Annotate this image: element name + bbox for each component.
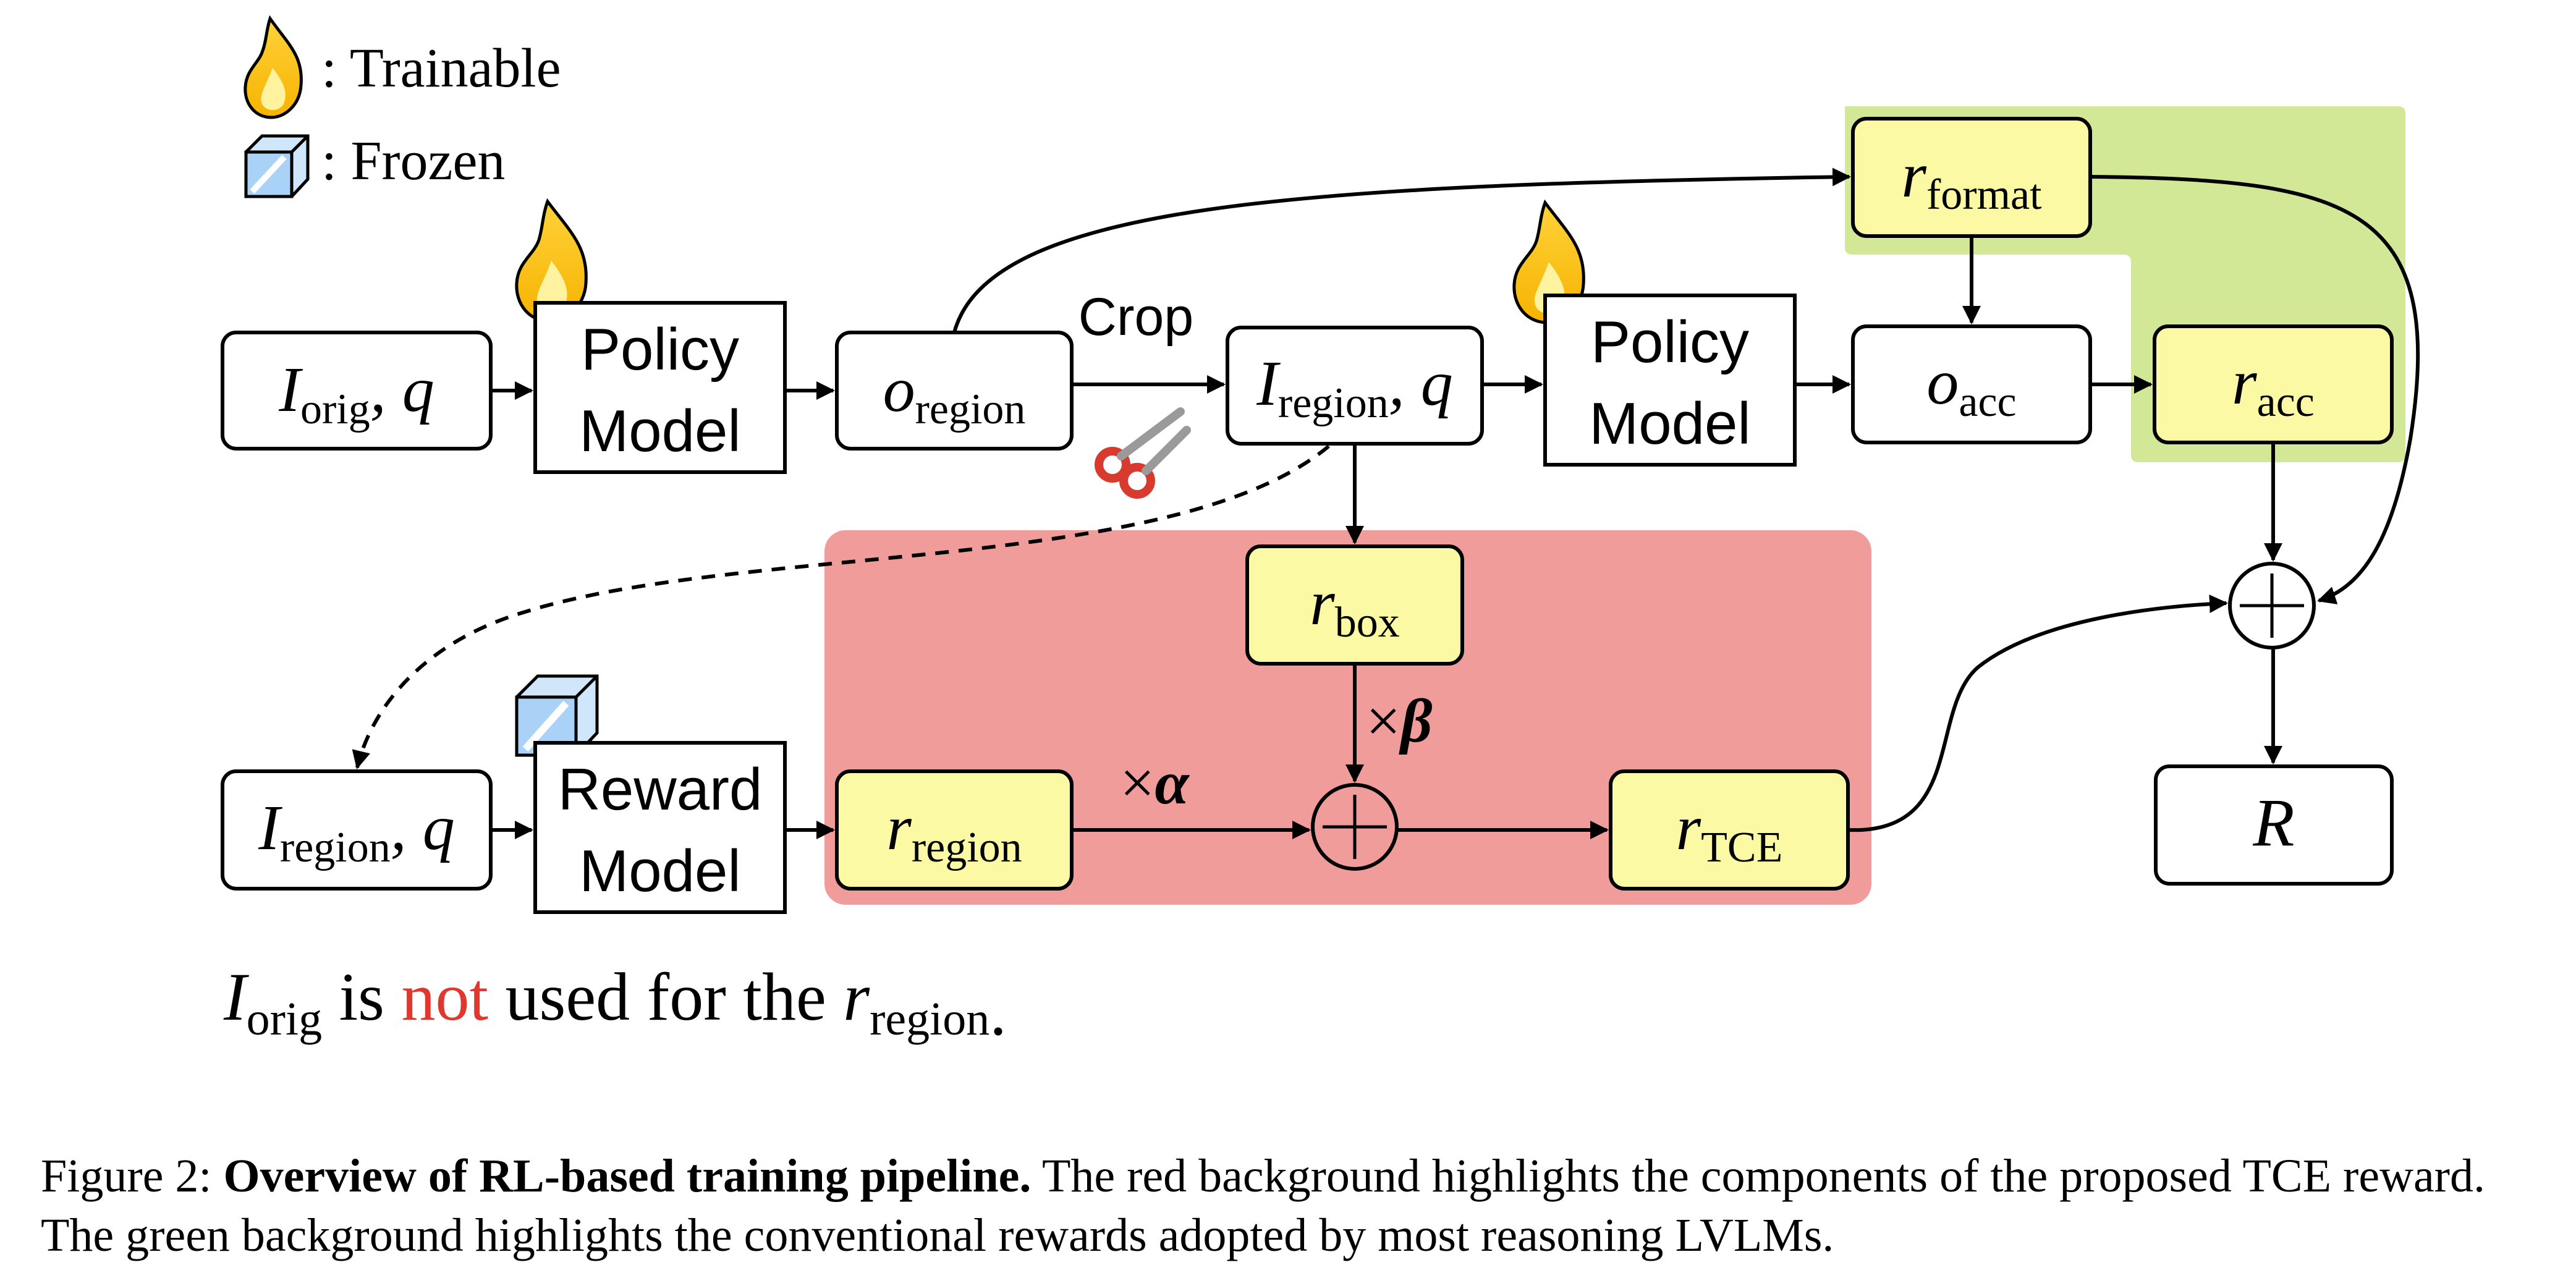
r-tce-sub: TCE [1701,824,1782,871]
caption-figure-label: Figure 2: [41,1150,224,1202]
i-region-node: Iregion, q [1226,326,1484,446]
policy-model-1-line1: Policy [581,316,739,383]
trainable-label: : Trainable [321,38,561,99]
i-region-sub: region [1278,379,1389,427]
reward-model-line2: Model [579,838,740,904]
policy-model-2-line2: Model [1589,391,1750,457]
policy-model-1-line2: Model [579,398,740,464]
i-region-2-sub: region [280,824,391,871]
pipeline-diagram: : Trainable : Frozen Iorig, q Policy Mod… [221,15,2420,1049]
note-not-word: not [401,959,488,1035]
svg-text:oregion: oregion [883,354,1026,433]
input-orig-node: Iorig, q [221,331,493,451]
scissors-icon [1095,407,1191,499]
figure-caption: Figure 2: Overview of RL-based training … [41,1146,2550,1265]
r-format-sub: format [1926,171,2042,219]
edges [352,167,2420,839]
svg-text:rregion: rregion [886,792,1022,871]
i-region-2-main: I [258,792,282,863]
input-orig-tail: , q [370,354,434,425]
r-box-main: r [1310,567,1335,638]
input-orig-sub: orig [300,386,370,433]
r-region-main: r [886,792,912,863]
policy-model-2: Policy Model [1543,294,1797,467]
svg-text:rbox: rbox [1310,567,1399,646]
times-beta-label: ×β [1366,687,1433,755]
svg-text:Iorig, q: Iorig, q [278,354,434,433]
r-acc-node: racc [2153,324,2394,444]
r-box-node: rbox [1245,544,1464,666]
final-sum-node [2228,562,2316,650]
input-orig-main: I [278,354,303,425]
i-region-2-node: Iregion, q [221,769,493,891]
ice-cube-icon [244,134,310,198]
r-format-node: rformat [1851,117,2092,238]
caption-text: The red background highlights the compon… [41,1150,2485,1261]
frozen-label: : Frozen [321,130,505,192]
o-region-sub: region [915,386,1026,433]
svg-text:oacc: oacc [1926,347,2016,426]
policy-model-2-line1: Policy [1591,309,1749,375]
r-region-node: rregion [835,769,1074,891]
caption-bold: Overview of RL-based training pipeline. [223,1150,1032,1202]
legend: : Trainable : Frozen [244,15,561,198]
r-acc-sub: acc [2257,378,2315,426]
policy-model-1: Policy Model [533,301,787,474]
o-acc-node: oacc [1851,324,2092,444]
reward-model: Reward Model [533,741,787,914]
note-line: Iorig is not used for the rregion. [223,959,1007,1049]
o-region-node: oregion [835,331,1074,451]
svg-text:Iregion, q: Iregion, q [258,792,454,871]
crop-label: Crop [1078,287,1193,347]
final-r-label: R [2252,785,2294,860]
i-region-tail: , q [1389,348,1453,419]
ice-cube-icon [515,674,599,757]
r-box-sub: box [1335,599,1400,646]
times-alpha-label: ×α [1120,748,1190,817]
flame-icon [244,15,303,119]
reward-model-line1: Reward [558,756,763,823]
o-region-main: o [883,354,915,425]
i-region-2-tail: , q [391,792,455,863]
o-acc-main: o [1926,347,1959,418]
svg-text:rformat: rformat [1901,140,2042,219]
tce-sum-node [1311,783,1399,871]
r-region-sub: region [912,824,1022,871]
svg-text:racc: racc [2232,347,2315,426]
r-tce-main: r [1676,792,1701,863]
svg-text:rTCE: rTCE [1676,792,1783,871]
i-region-main: I [1256,348,1281,419]
svg-text:Iregion, q: Iregion, q [1256,348,1452,427]
r-tce-node: rTCE [1609,769,1850,891]
o-acc-sub: acc [1959,378,2016,426]
r-acc-main: r [2232,347,2257,418]
r-format-main: r [1901,140,1926,211]
final-r-node: R [2154,764,2394,886]
